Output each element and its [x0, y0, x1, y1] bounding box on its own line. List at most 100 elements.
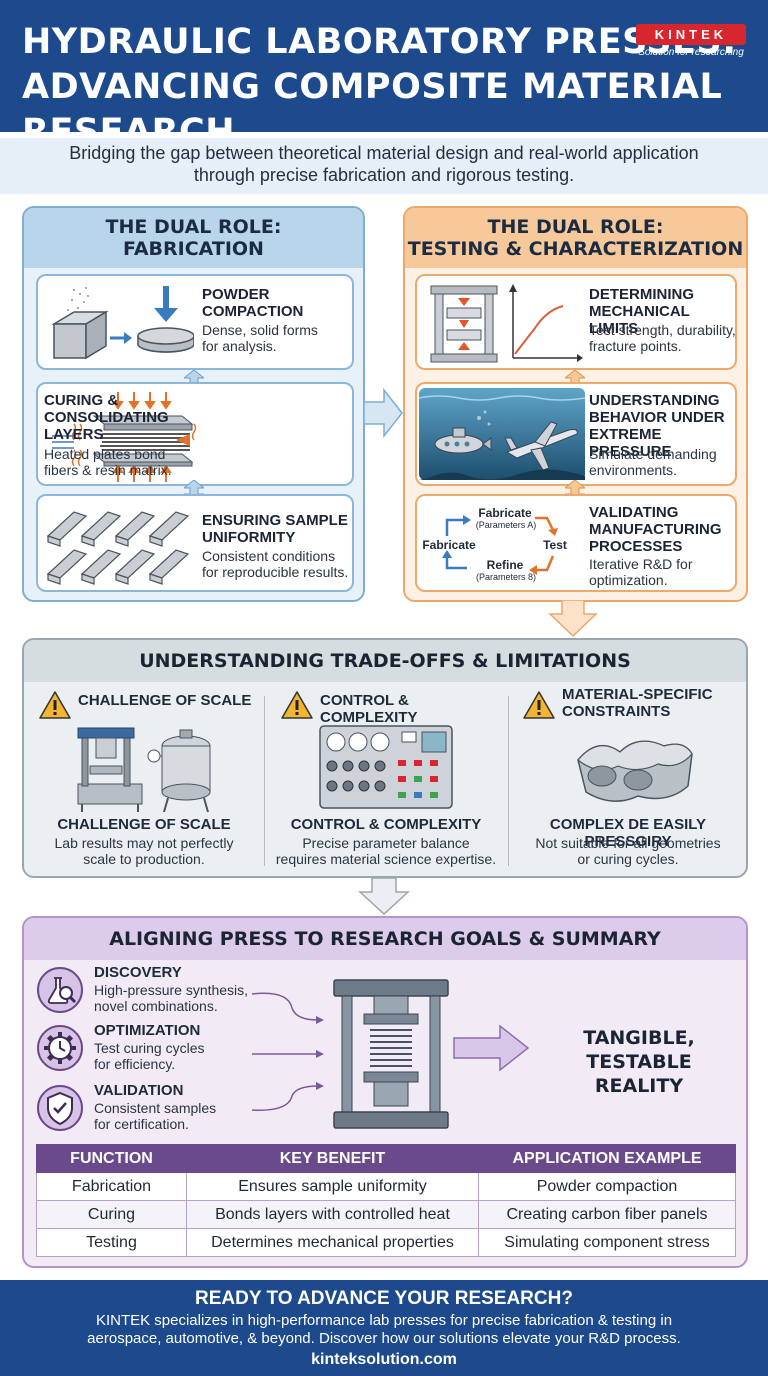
subtitle-band [0, 138, 768, 194]
table-cell: Curing [36, 1200, 187, 1229]
control-complexity-column: CONTROL & COMPLEXITY CONTROL & COMPLEXIT… [266, 684, 506, 874]
validating-processes-card: Fabricate (Parameters A) Fabricate Test … [415, 494, 737, 592]
material-title-line-2: CONSTRAINTS [562, 703, 671, 720]
outcome-line-1: TANGIBLE, TESTABLE [583, 1027, 695, 1073]
testing-heading-line-2: TESTING & CHARACTERIZATION [407, 238, 744, 260]
sample-bars-icon [46, 511, 190, 585]
material-desc-line-1: Not suitable for all geometries [535, 835, 721, 851]
pressure-title-line-3: EXTREME PRESSURE [589, 426, 672, 460]
table-cell: Creating carbon fiber panels [478, 1200, 736, 1229]
challenge-of-scale-desc: Lab results may not perfectly scale to p… [24, 835, 264, 867]
extreme-pressure-desc: Simulate demanding environments. [589, 446, 739, 478]
warning-icon [281, 691, 313, 719]
outcome-line-2: REALITY [594, 1075, 684, 1097]
summary-table: FUNCTION KEY BENEFIT APPLICATION EXAMPLE… [36, 1144, 736, 1257]
goal-optimization-title: OPTIMIZATION [94, 1022, 201, 1039]
title-line-1: HYDRAULIC LABORATORY PRESSES: [22, 22, 737, 62]
title-line-2: ADVANCING COMPOSITE MATERIAL RESEARCH [22, 67, 723, 152]
uniformity-desc-line-1: Consistent conditions [202, 548, 336, 564]
curing-desc-line-2: fibers & resin matrix. [44, 462, 172, 478]
page-footer: READY TO ADVANCE YOUR RESEARCH? KINTEK s… [0, 1280, 768, 1376]
control-desc-line-2: requires material science expertise. [275, 851, 497, 867]
kintek-logo[interactable]: KINTEK Solution for researching [636, 24, 746, 58]
uniformity-title-line-2: UNIFORMITY [202, 529, 296, 546]
down-arrow-icon [358, 878, 410, 916]
control-complexity-title: CONTROL & COMPLEXITY [320, 692, 418, 726]
outcome-arrow-icon [453, 1024, 530, 1072]
pressure-title-line-2: BEHAVIOR UNDER [589, 409, 725, 426]
footer-body-line-1: KINTEK specializes in high-performance l… [95, 1312, 673, 1329]
cycle-fabricate-left: Fabricate [422, 538, 476, 552]
powder-compaction-card: POWDER COMPACTION Dense, solid forms for… [36, 274, 354, 370]
goal-discovery: DISCOVERY High-pressure synthesis, novel… [36, 964, 296, 1020]
pressure-title-line-1: UNDERSTANDING [589, 392, 720, 409]
shield-check-icon [37, 1085, 83, 1131]
challenge-of-scale-column: CHALLENGE OF SCALE CHALLENGE OF SCALE La… [24, 684, 264, 874]
sample-uniformity-title: ENSURING SAMPLE UNIFORMITY [202, 512, 354, 546]
cycle-refine: Refine [486, 558, 524, 572]
align-heading: ALIGNING PRESS TO RESEARCH GOALS & SUMMA… [24, 918, 746, 960]
complex-geometry-icon [577, 740, 693, 802]
control-complexity-desc: Precise parameter balance requires mater… [266, 835, 506, 867]
material-constraints-column: MATERIAL-SPECIFIC CONSTRAINTS COMPLEX DE… [508, 684, 748, 874]
powder-compaction-desc-line-2: for analysis. [202, 338, 277, 354]
testing-heading: THE DUAL ROLE: TESTING & CHARACTERIZATIO… [405, 208, 746, 268]
curing-layers-desc: Heated plates bond fibers & resin matrix… [44, 446, 204, 478]
validating-processes-title: VALIDATING MANUFACTURING PROCESSES [589, 504, 739, 555]
discovery-desc-line-2: novel combinations. [94, 998, 218, 1014]
stress-curve-icon [430, 284, 583, 363]
limits-title-line-1: DETERMINING [589, 286, 694, 303]
logo-word: KINTEK [636, 24, 746, 45]
heated-layers-icon [52, 392, 197, 482]
mechanical-limits-desc: Test strength, durability, fracture poin… [589, 322, 739, 354]
table-cell: Powder compaction [478, 1172, 736, 1201]
fabrication-heading: THE DUAL ROLE: FABRICATION [24, 208, 363, 268]
submarine-plane-icon [419, 388, 585, 480]
mechanical-limits-title: DETERMINING MECHANICAL LIMITS [589, 286, 737, 337]
goal-connector-lines [251, 992, 324, 1111]
material-constraints-desc: Not suitable for all geometries or curin… [508, 835, 748, 867]
cycle-parameters-a: (Parameters A) [475, 520, 537, 530]
uniformity-title-line-1: ENSURING SAMPLE [202, 512, 348, 529]
powder-compaction-title: POWDER COMPACTION [202, 286, 352, 320]
powder-compaction-title-line-2: COMPACTION [202, 303, 304, 320]
goal-discovery-desc: High-pressure synthesis, novel combinati… [94, 982, 294, 1014]
cycle-fabricate-top: Fabricate [478, 506, 532, 520]
validating-title-line-2: MANUFACTURING [589, 521, 722, 538]
cycle-icon [442, 515, 558, 575]
control-panel-icon [319, 725, 453, 809]
fabrication-heading-line-2: FABRICATION [123, 238, 264, 260]
mechanical-limits-card: DETERMINING MECHANICAL LIMITS Test stren… [415, 274, 737, 370]
validation-desc-line-2: for certification. [94, 1116, 189, 1132]
extreme-pressure-title: UNDERSTANDING BEHAVIOR UNDER EXTREME PRE… [589, 392, 739, 460]
column-divider [264, 696, 265, 866]
goal-optimization: OPTIMIZATION Test curing cycles for effi… [36, 1022, 296, 1078]
footer-website-link[interactable]: kinteksolution.com [311, 1351, 457, 1368]
table-row: Testing Determines mechanical properties… [36, 1228, 736, 1257]
goal-optimization-desc: Test curing cycles for efficiency. [94, 1040, 294, 1072]
powder-press-icon [51, 286, 194, 360]
tradeoffs-section: UNDERSTANDING TRADE-OFFS & LIMITATIONS C… [22, 638, 748, 878]
table-header-application: APPLICATION EXAMPLE [478, 1144, 736, 1173]
validating-desc-line-1: Iterative R&D for [589, 556, 693, 572]
fabrication-heading-line-1: THE DUAL ROLE: [105, 216, 282, 238]
table-row: Fabrication Ensures sample uniformity Po… [36, 1172, 736, 1201]
pressure-desc-line-1: Simulate demanding [589, 446, 717, 462]
powder-compaction-title-line-1: POWDER [202, 286, 270, 303]
goal-validation: VALIDATION Consistent samples for certif… [36, 1082, 296, 1138]
material-constraints-title: MATERIAL-SPECIFIC CONSTRAINTS [562, 686, 742, 720]
footer-title: READY TO ADVANCE YOUR RESEARCH? [195, 1288, 573, 1309]
pressure-desc-line-2: environments. [589, 462, 677, 478]
flask-magnifier-icon [37, 967, 83, 1013]
material-title-line-1: MATERIAL-SPECIFIC [562, 686, 713, 703]
page-title: HYDRAULIC LABORATORY PRESSES: ADVANCING … [22, 20, 762, 155]
tradeoffs-heading: UNDERSTANDING TRADE-OFFS & LIMITATIONS [24, 640, 746, 682]
hydraulic-press-icon [333, 979, 449, 1129]
fabrication-panel: THE DUAL ROLE: FABRICATION POWDER COMPAC… [22, 206, 365, 602]
extreme-pressure-card: UNDERSTANDING BEHAVIOR UNDER EXTREME PRE… [415, 382, 737, 486]
table-cell: Ensures sample uniformity [186, 1172, 479, 1201]
table-cell: Bonds layers with controlled heat [186, 1200, 479, 1229]
challenge-of-scale-subtitle: CHALLENGE OF SCALE [57, 816, 231, 833]
control-complexity-subtitle: CONTROL & COMPLEXITY [290, 816, 482, 833]
page-subtitle: Bridging the gap between theoretical mat… [20, 142, 748, 186]
